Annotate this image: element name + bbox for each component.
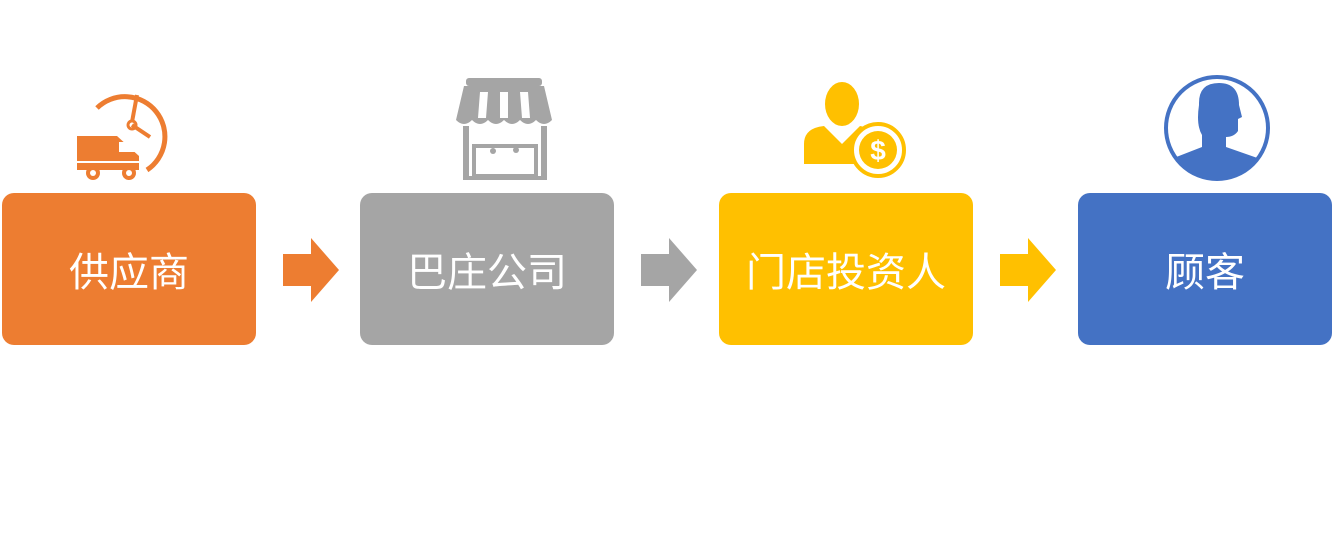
storefront-icon bbox=[456, 78, 552, 180]
step-bazhuang-company: 巴庄公司 bbox=[360, 193, 614, 345]
step-label: 巴庄公司 bbox=[407, 250, 567, 296]
step-customer: 顾客 bbox=[1078, 193, 1332, 345]
arrow-right-icon bbox=[641, 238, 697, 302]
step-label: 供应商 bbox=[69, 250, 189, 296]
customer-avatar-icon bbox=[1164, 75, 1270, 181]
svg-text:$: $ bbox=[870, 135, 886, 166]
step-label: 顾客 bbox=[1165, 250, 1245, 296]
delivery-truck-clock-icon bbox=[77, 94, 168, 180]
step-supplier: 供应商 bbox=[2, 193, 256, 345]
investor-dollar-icon: $ bbox=[804, 82, 906, 178]
step-store-investor: 门店投资人 bbox=[719, 193, 973, 345]
arrow-right-icon bbox=[283, 238, 339, 302]
step-label: 门店投资人 bbox=[746, 250, 946, 296]
arrow-right-icon bbox=[1000, 238, 1056, 302]
